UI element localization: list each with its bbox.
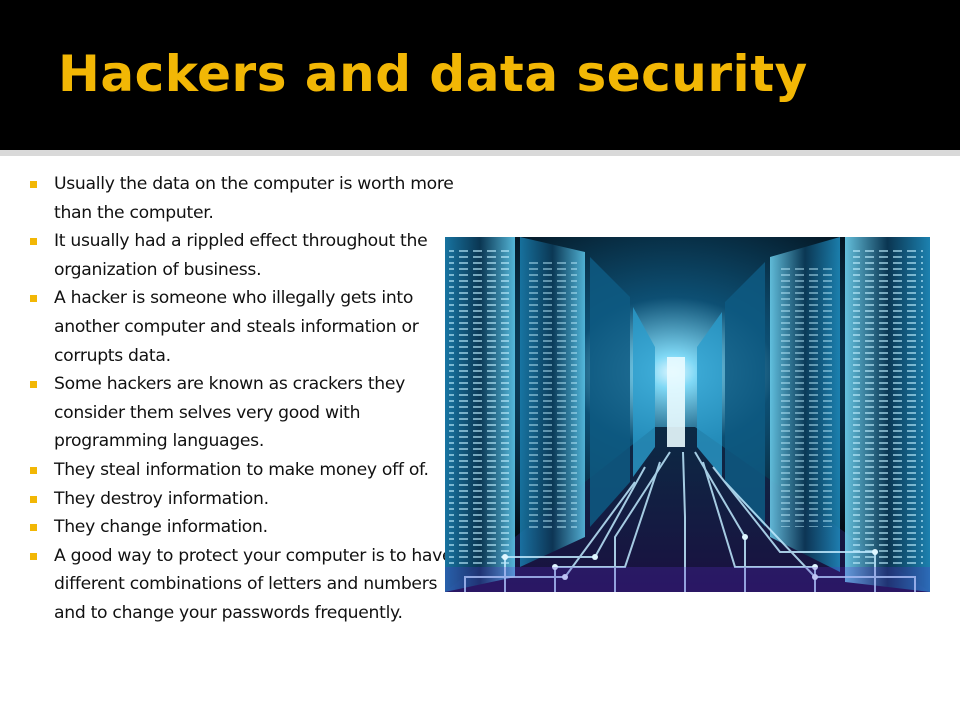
server-corridor-illustration xyxy=(445,237,930,592)
server-corridor-image xyxy=(445,237,930,592)
bullet-marker-icon xyxy=(30,495,37,503)
bullet-item: Some hackers are known as crackers they … xyxy=(30,370,455,456)
bullet-item: Usually the data on the computer is wort… xyxy=(30,170,455,227)
bullet-text: They change information. xyxy=(54,517,268,538)
bullet-text: Usually the data on the computer is wort… xyxy=(54,174,454,223)
bullet-text: They destroy information. xyxy=(54,488,269,509)
bullet-text: Some hackers are known as crackers they … xyxy=(54,374,406,452)
bullet-item: They change information. xyxy=(30,513,455,542)
bullet-text: A good way to protect your computer is t… xyxy=(54,545,453,623)
bullet-text: A hacker is someone who illegally gets i… xyxy=(54,288,419,366)
title-bar: Hackers and data security xyxy=(0,0,960,150)
bullet-item: A good way to protect your computer is t… xyxy=(30,542,455,628)
slide-content: Usually the data on the computer is wort… xyxy=(0,150,960,720)
bullet-text: They steal information to make money off… xyxy=(54,459,429,480)
bullet-text: It usually had a rippled effect througho… xyxy=(54,231,428,280)
bullet-item: They destroy information. xyxy=(30,485,455,514)
bullet-marker-icon xyxy=(30,381,37,389)
slide-title: Hackers and data security xyxy=(58,45,808,103)
bullet-marker-icon xyxy=(30,524,37,532)
bullet-item: They steal information to make money off… xyxy=(30,456,455,485)
bullet-marker-icon xyxy=(30,466,37,474)
bullet-item: It usually had a rippled effect througho… xyxy=(30,227,455,284)
bullet-list: Usually the data on the computer is wort… xyxy=(30,170,455,628)
bullet-marker-icon xyxy=(30,552,37,560)
bullet-marker-icon xyxy=(30,295,37,303)
bullet-marker-icon xyxy=(30,238,37,246)
bullet-item: A hacker is someone who illegally gets i… xyxy=(30,284,455,370)
bullet-marker-icon xyxy=(30,181,37,188)
